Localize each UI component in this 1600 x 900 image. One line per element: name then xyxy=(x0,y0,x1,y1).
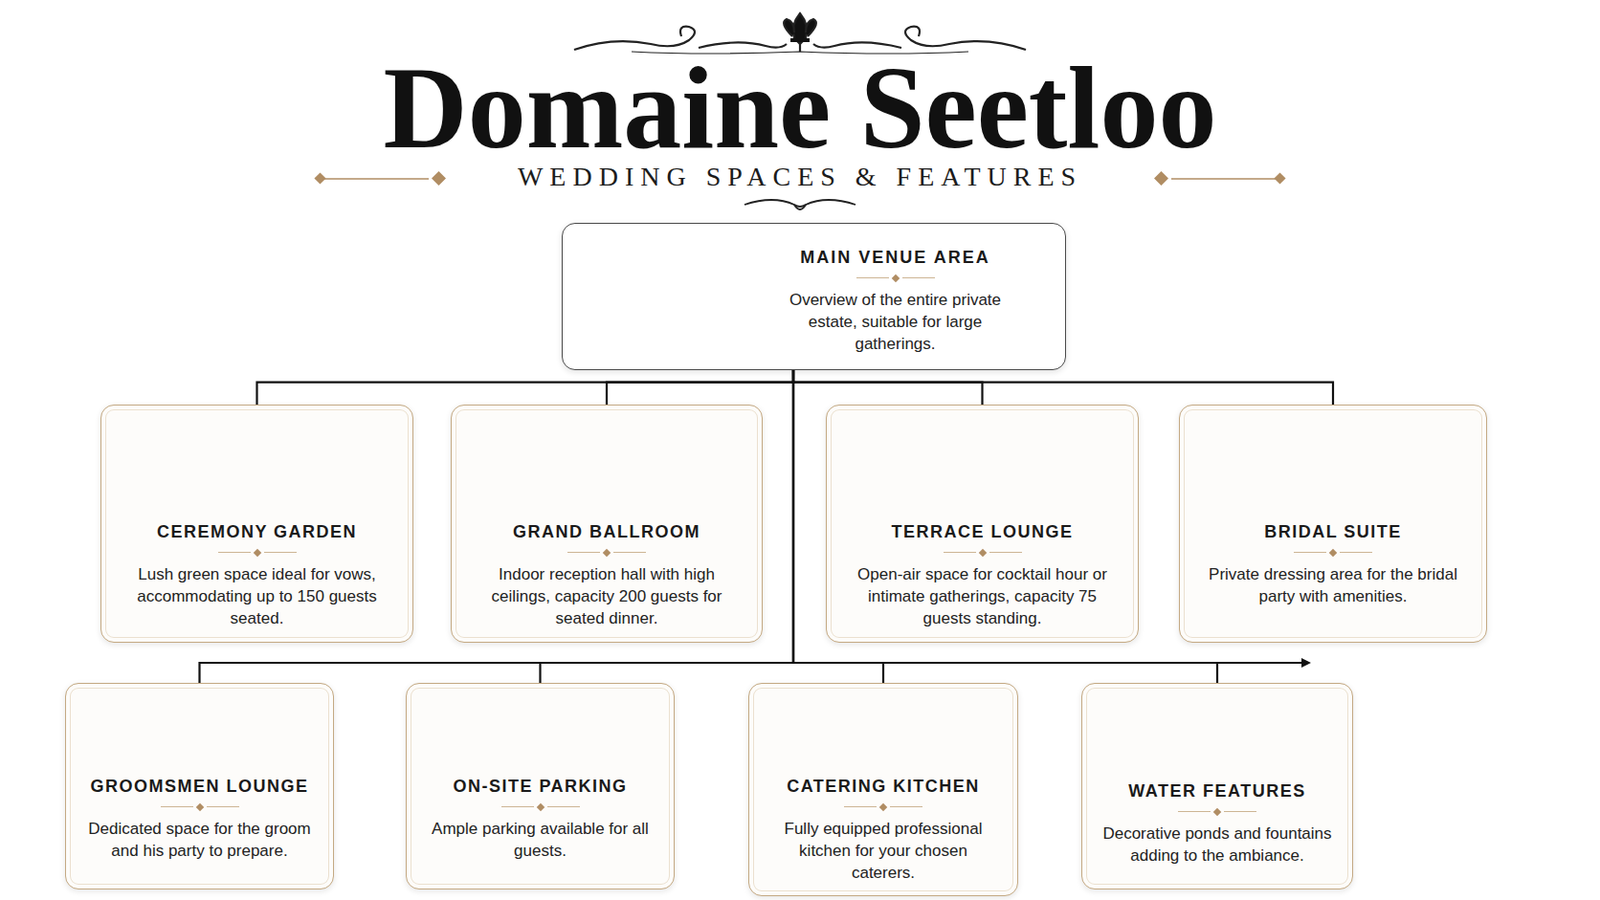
node-heading: GRAND BALLROOM xyxy=(476,522,737,543)
top-flourish-part xyxy=(805,19,817,37)
tree-connector xyxy=(257,370,795,405)
node-description: Open-air space for cocktail hour or inti… xyxy=(847,563,1117,630)
node-heading: TERRACE LOUNGE xyxy=(847,522,1117,543)
divider-line xyxy=(613,552,646,554)
node-heading: MAIN VENUE AREA xyxy=(768,247,1023,268)
top-flourish-part xyxy=(783,19,795,37)
top-flourish-part xyxy=(698,42,787,48)
divider-line xyxy=(989,552,1023,554)
divider-line xyxy=(943,552,977,554)
divider-diamond xyxy=(535,802,544,811)
divider-line xyxy=(206,806,240,808)
divider-line xyxy=(902,277,935,279)
divider-ornament xyxy=(476,549,737,556)
node-description: Fully equipped professional kitchen for … xyxy=(766,818,1000,885)
divider-ornament xyxy=(423,803,657,811)
venue-box: MAIN VENUE AREA Overview of the entire pr… xyxy=(561,222,1067,371)
page-title: Domaine Seetloo xyxy=(0,49,1600,167)
top-flourish-part xyxy=(905,26,1026,50)
divider-line xyxy=(501,806,534,808)
tree-connector xyxy=(793,370,1334,405)
subtitle-swirl-part xyxy=(794,204,806,210)
feature-card: WATER FEATURES Decorative ponds and fount… xyxy=(1081,683,1354,890)
node-description: Decorative ponds and fountains adding to… xyxy=(1099,822,1335,867)
subtitle: WEDDING SPACES & FEATURES xyxy=(0,163,1600,191)
divider-ornament xyxy=(768,274,1023,282)
subtitle-swirl xyxy=(744,200,856,210)
tree-connector xyxy=(606,370,794,405)
top-flourish-part xyxy=(574,26,695,50)
divider-line xyxy=(1293,552,1327,554)
divider-diamond xyxy=(977,548,986,556)
node-description: Overview of the entire private estate, s… xyxy=(768,288,1023,356)
divider-line xyxy=(856,277,889,279)
divider-line xyxy=(1339,552,1373,554)
divider-diamond xyxy=(602,548,611,556)
subtitle-rules-part xyxy=(432,172,445,185)
bus-arrowhead xyxy=(1301,658,1312,668)
divider-ornament xyxy=(766,803,1000,811)
divider-line xyxy=(567,552,600,554)
divider-diamond xyxy=(1213,807,1222,816)
space-card: BRIDAL SUITE Private dressing area for th… xyxy=(1178,404,1488,644)
divider-ornament xyxy=(847,549,1117,556)
divider-line xyxy=(160,806,194,808)
divider-ornament xyxy=(83,803,316,811)
divider-diamond xyxy=(195,802,203,811)
subtitle-rules-part xyxy=(323,177,429,180)
divider-line xyxy=(547,806,580,808)
node-description: Private dressing area for the bridal par… xyxy=(1204,563,1462,608)
space-card: TERRACE LOUNGE Open-air space for cocktai… xyxy=(825,404,1139,644)
node-description: Ample parking available for all guests. xyxy=(423,818,657,863)
feature-card: GROOMSMEN LOUNGE Dedicated space for the … xyxy=(65,683,334,890)
node-heading: GROOMSMEN LOUNGE xyxy=(83,777,316,798)
space-card: CEREMONY GARDEN Lush green space ideal fo… xyxy=(100,404,414,644)
subtitle-swirl-part xyxy=(744,200,856,207)
node-description: Lush green space ideal for vows, accommo… xyxy=(126,563,388,630)
divider-line xyxy=(889,806,923,808)
node-heading: CEREMONY GARDEN xyxy=(126,522,388,543)
feature-card: CATERING KITCHEN Fully equipped professio… xyxy=(748,683,1019,897)
subtitle-rules-part xyxy=(315,174,326,184)
node-heading: WATER FEATURES xyxy=(1099,781,1335,802)
tree-connector xyxy=(793,370,983,405)
space-card: GRAND BALLROOM Indoor reception hall with… xyxy=(450,404,763,644)
top-flourish xyxy=(574,13,1026,54)
node-heading: CATERING KITCHEN xyxy=(766,777,1000,798)
divider-diamond xyxy=(1329,548,1337,556)
subtitle-rules-part xyxy=(1155,172,1168,185)
divider-diamond xyxy=(890,273,899,282)
divider-ornament xyxy=(1099,808,1335,816)
node-description: Dedicated space for the groom and his pa… xyxy=(83,818,316,863)
divider-line xyxy=(264,552,297,554)
divider-ornament xyxy=(126,549,388,556)
node-heading: ON-SITE PARKING xyxy=(423,777,657,798)
subtitle-rules-part xyxy=(1171,177,1277,180)
divider-line xyxy=(1223,811,1257,813)
divider-line xyxy=(844,806,877,808)
top-flourish-part xyxy=(813,42,902,48)
divider-diamond xyxy=(879,802,888,811)
divider-line xyxy=(218,552,251,554)
subtitle-rules-part xyxy=(1275,174,1286,184)
divider-ornament xyxy=(1204,549,1462,556)
top-flourish-part xyxy=(790,38,810,43)
node-heading: BRIDAL SUITE xyxy=(1204,522,1462,543)
node-description: Indoor reception hall with high ceilings… xyxy=(476,563,737,630)
bus-arrow xyxy=(1217,662,1304,665)
tree-connector xyxy=(793,370,1218,684)
divider-line xyxy=(1177,811,1211,813)
divider-diamond xyxy=(252,548,261,556)
feature-card: ON-SITE PARKING Ample parking available f… xyxy=(405,683,675,890)
